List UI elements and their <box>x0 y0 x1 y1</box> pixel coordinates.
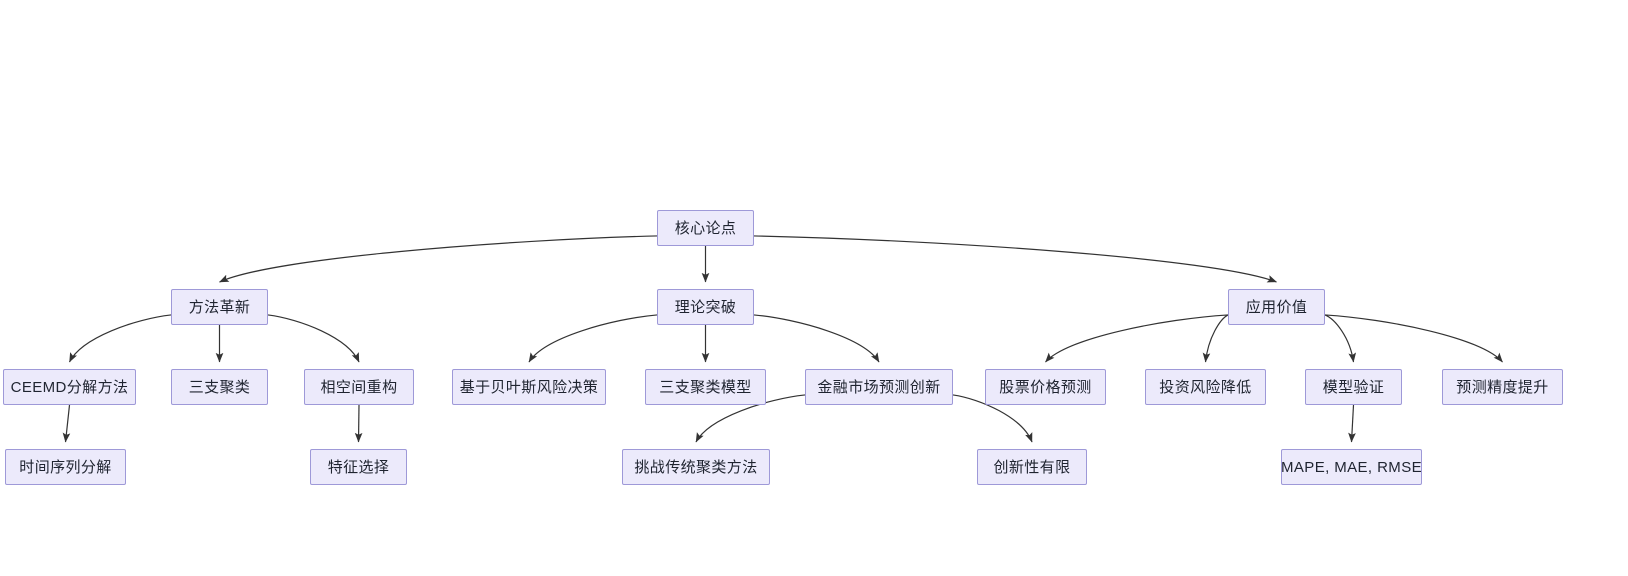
edge-root-to-l1-method <box>219 235 658 283</box>
node-l3-limited[interactable]: 创新性有限 <box>977 449 1087 485</box>
node-label: 股票价格预测 <box>999 378 1092 396</box>
edge-l2-ceemd-to-l3-tsdecomp <box>62 404 71 443</box>
node-root[interactable]: 核心论点 <box>657 210 754 246</box>
node-label: 金融市场预测创新 <box>817 378 941 396</box>
node-label: 核心论点 <box>674 219 737 237</box>
edge-l1-theory-to-l2-finance <box>753 314 880 363</box>
node-label: 应用价值 <box>1245 298 1308 316</box>
node-l2-verify[interactable]: 模型验证 <box>1305 369 1402 405</box>
node-l1-method[interactable]: 方法革新 <box>171 289 268 325</box>
node-label: 基于贝叶斯风险决策 <box>459 378 599 396</box>
node-l2-cluster[interactable]: 三支聚类 <box>171 369 268 405</box>
edge-l2-verify-to-l3-metrics <box>1348 404 1356 443</box>
edge-l1-value-to-l2-verify <box>1324 314 1357 363</box>
edge-l1-method-to-l2-phase <box>267 314 360 363</box>
node-label: 相空间重构 <box>320 378 398 396</box>
edge-l2-phase-to-l3-feature <box>354 404 363 443</box>
node-label: 理论突破 <box>674 298 737 316</box>
node-label: CEEMD分解方法 <box>10 378 129 396</box>
edge-l1-value-to-l2-risk <box>1202 314 1229 363</box>
node-l2-risk[interactable]: 投资风险降低 <box>1145 369 1266 405</box>
node-l1-value[interactable]: 应用价值 <box>1228 289 1325 325</box>
node-l2-bayes[interactable]: 基于贝叶斯风险决策 <box>452 369 606 405</box>
node-l3-metrics[interactable]: MAPE, MAE, RMSE <box>1281 449 1422 485</box>
edge-l1-method-to-l2-ceemd <box>68 314 172 363</box>
node-label: 预测精度提升 <box>1456 378 1549 396</box>
node-label: 创新性有限 <box>993 458 1071 476</box>
node-l2-stock[interactable]: 股票价格预测 <box>985 369 1106 405</box>
edge-l2-finance-to-l3-limited <box>952 394 1033 443</box>
node-label: 方法革新 <box>188 298 251 316</box>
node-l2-model[interactable]: 三支聚类模型 <box>645 369 766 405</box>
edge-l1-value-to-l2-stock <box>1045 314 1229 363</box>
node-l3-feature[interactable]: 特征选择 <box>310 449 407 485</box>
node-l2-finance[interactable]: 金融市场预测创新 <box>805 369 953 405</box>
node-label: 时间序列分解 <box>19 458 112 476</box>
edge-root-to-l1-value <box>753 235 1277 283</box>
node-label: 模型验证 <box>1322 378 1385 396</box>
node-l3-tsdecomp[interactable]: 时间序列分解 <box>5 449 126 485</box>
node-label: MAPE, MAE, RMSE <box>1280 458 1423 476</box>
node-l2-phase[interactable]: 相空间重构 <box>304 369 414 405</box>
node-l2-accuracy[interactable]: 预测精度提升 <box>1442 369 1563 405</box>
edge-l2-finance-to-l3-challenge <box>695 394 806 443</box>
node-label: 三支聚类模型 <box>659 378 752 396</box>
node-label: 投资风险降低 <box>1159 378 1252 396</box>
node-l1-theory[interactable]: 理论突破 <box>657 289 754 325</box>
edge-l1-theory-to-l2-bayes <box>528 314 658 363</box>
node-label: 三支聚类 <box>188 378 251 396</box>
node-label: 特征选择 <box>327 458 390 476</box>
node-l2-ceemd[interactable]: CEEMD分解方法 <box>3 369 136 405</box>
node-label: 挑战传统聚类方法 <box>634 458 758 476</box>
node-l3-challenge[interactable]: 挑战传统聚类方法 <box>622 449 770 485</box>
edge-l1-value-to-l2-accuracy <box>1324 314 1503 363</box>
